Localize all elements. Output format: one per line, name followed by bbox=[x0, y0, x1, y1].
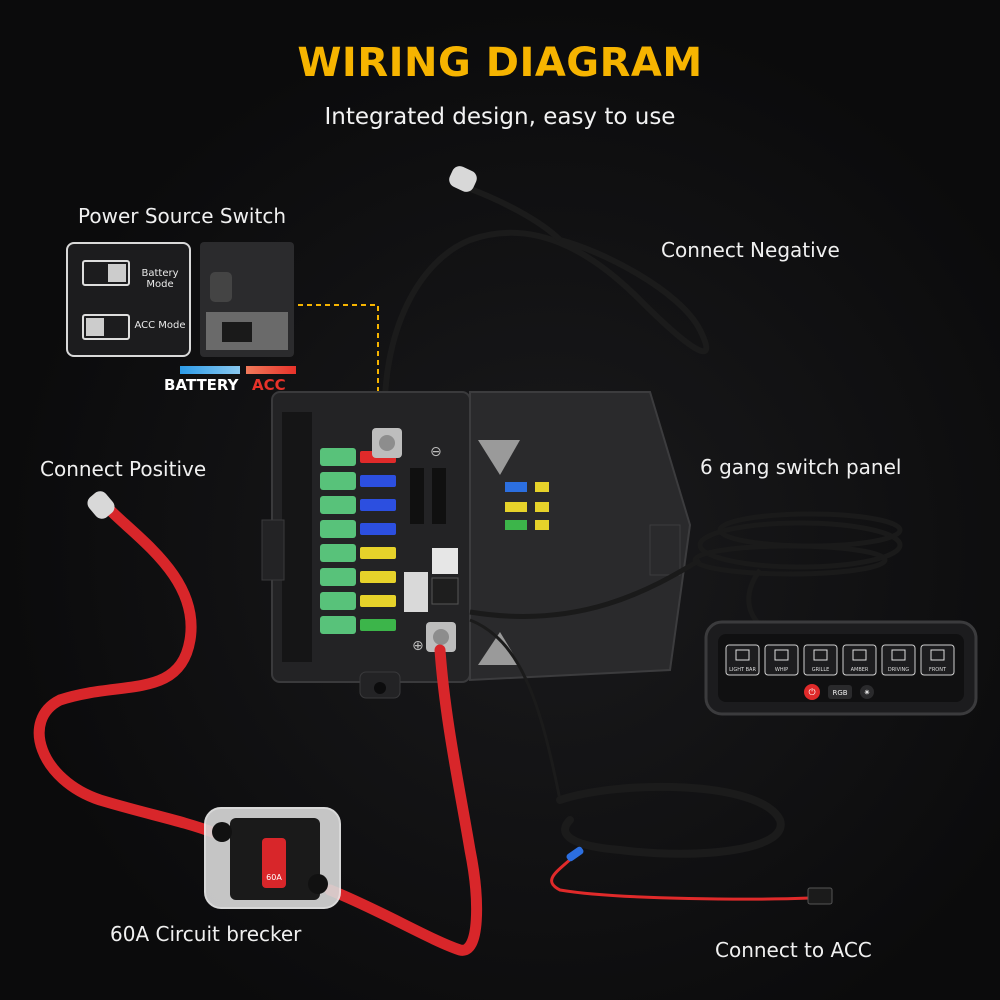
fuse-slot bbox=[320, 544, 396, 562]
switch-panel-button-label: WHIP bbox=[775, 667, 788, 673]
switch-panel-buttons: LIGHT BAR WHIP GRILLE AMBER DRIVING FRONT bbox=[725, 644, 955, 676]
button-glyph-icon bbox=[930, 649, 945, 661]
switch-panel-button[interactable]: AMBER bbox=[842, 644, 877, 676]
switch-panel-button-label: LIGHT BAR bbox=[729, 667, 756, 673]
fuse-box-lid bbox=[469, 391, 692, 682]
acc-mode-label: ACC Mode bbox=[134, 320, 186, 331]
switch-panel-button-label: DRIVING bbox=[888, 667, 909, 673]
switch-panel: LIGHT BAR WHIP GRILLE AMBER DRIVING FRONT ⏻ R… bbox=[704, 620, 978, 716]
button-glyph-icon bbox=[852, 649, 867, 661]
fuse-slot bbox=[320, 496, 396, 514]
switch-panel-button-label: AMBER bbox=[851, 667, 869, 673]
fuse-slot bbox=[320, 568, 396, 586]
svg-text:⊕: ⊕ bbox=[412, 638, 424, 654]
circuit-breaker: 60A bbox=[204, 807, 341, 909]
battery-label: BATTERY bbox=[164, 376, 239, 394]
acc-mode-switch-icon bbox=[82, 314, 130, 340]
fuse-slot bbox=[320, 592, 396, 610]
battery-arrow-icon bbox=[180, 366, 240, 374]
switch-callout-line bbox=[298, 304, 379, 420]
power-source-switch-label: Power Source Switch bbox=[78, 204, 286, 228]
rgb-button-label: RGB bbox=[832, 689, 847, 697]
switch-panel-button[interactable]: LIGHT BAR bbox=[725, 644, 760, 676]
switch-panel-button-label: GRILLE bbox=[812, 667, 830, 673]
fuse-slot bbox=[320, 616, 396, 634]
circuit-breaker-label: 60A Circuit brecker bbox=[110, 922, 302, 946]
svg-text:⊖: ⊖ bbox=[430, 444, 442, 460]
breaker-rating: 60A bbox=[266, 873, 282, 882]
switch-panel-button[interactable]: FRONT bbox=[920, 644, 955, 676]
fuse-slot bbox=[320, 520, 396, 538]
switch-photo bbox=[200, 242, 294, 357]
switch-panel-cable bbox=[469, 511, 903, 627]
battery-mode-label: Battery Mode bbox=[141, 268, 179, 290]
positive-ring-terminal bbox=[87, 491, 115, 519]
acc-wire bbox=[469, 618, 833, 905]
fuse-slot bbox=[320, 472, 396, 490]
button-glyph-icon bbox=[891, 649, 906, 661]
negative-ring-terminal bbox=[449, 166, 477, 192]
connect-acc-label: Connect to ACC bbox=[715, 938, 872, 962]
power-source-slider[interactable] bbox=[222, 322, 252, 342]
mode-legend: Battery Mode ACC Mode bbox=[66, 242, 191, 357]
button-glyph-icon bbox=[813, 649, 828, 661]
button-glyph-icon bbox=[774, 649, 789, 661]
positive-cable bbox=[33, 504, 221, 839]
button-glyph-icon bbox=[735, 649, 750, 661]
switch-panel-button-label: FRONT bbox=[929, 667, 947, 673]
acc-label: ACC bbox=[252, 376, 286, 394]
connect-positive-label: Connect Positive bbox=[40, 457, 207, 481]
negative-cable bbox=[381, 229, 710, 431]
page-subtitle: Integrated design, easy to use bbox=[324, 104, 676, 130]
connect-negative-label: Connect Negative bbox=[661, 238, 840, 262]
switch-panel-button[interactable]: DRIVING bbox=[881, 644, 916, 676]
switch-panel-button[interactable]: GRILLE bbox=[803, 644, 838, 676]
power-button[interactable] bbox=[804, 684, 820, 700]
page-title: WIRING DIAGRAM bbox=[297, 40, 703, 86]
switch-panel-button[interactable]: WHIP bbox=[764, 644, 799, 676]
svg-text:✷: ✷ bbox=[864, 688, 871, 697]
switch-panel-label: 6 gang switch panel bbox=[700, 455, 902, 479]
svg-text:⏻: ⏻ bbox=[808, 687, 815, 698]
battery-mode-switch-icon bbox=[82, 260, 130, 286]
acc-arrow-icon bbox=[246, 366, 296, 374]
